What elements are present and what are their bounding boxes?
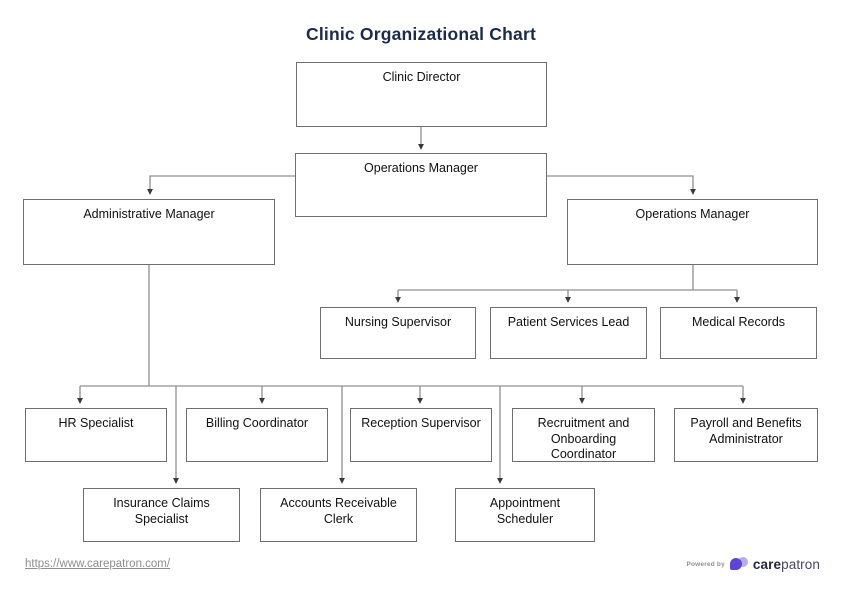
page-title: Clinic Organizational Chart — [305, 24, 536, 44]
org-node-nursing-supervisor: Nursing Supervisor — [320, 307, 476, 359]
org-node-insurance-claims-specialist: Insurance Claims Specialist — [83, 488, 240, 542]
org-node-billing-coordinator: Billing Coordinator — [186, 408, 328, 462]
org-node-patient-services-lead: Patient Services Lead — [490, 307, 647, 359]
brand-text-light: patron — [781, 557, 820, 572]
carepatron-logo-icon — [729, 557, 748, 572]
brand-text-bold: care — [752, 557, 782, 572]
org-node-administrative-manager: Administrative Manager — [23, 199, 275, 265]
powered-by-label: Powered by — [686, 561, 725, 568]
org-node-clinic-director: Clinic Director — [296, 62, 547, 127]
org-node-hr-specialist: HR Specialist — [25, 408, 167, 462]
carepatron-wordmark: carepatron — [753, 557, 820, 572]
carepatron-website-link[interactable]: https://www.carepatron.com/ — [25, 558, 171, 570]
logo-lavender-circle-icon — [737, 557, 748, 567]
powered-by-badge: Powered by carepatron — [686, 557, 820, 572]
logo-purple-blob-icon — [729, 558, 742, 570]
org-node-operations-manager-right: Operations Manager — [567, 199, 818, 265]
org-node-accounts-receivable-clerk: Accounts Receivable Clerk — [260, 488, 417, 542]
org-node-reception-supervisor: Reception Supervisor — [350, 408, 492, 462]
org-node-appointment-scheduler: Appointment Scheduler — [455, 488, 595, 542]
org-node-operations-manager: Operations Manager — [295, 153, 547, 217]
org-node-recruitment-onboarding-coordinator: Recruitment and Onboarding Coordinator — [512, 408, 655, 462]
org-node-payroll-benefits-administrator: Payroll and Benefits Administrator — [674, 408, 818, 462]
org-node-medical-records: Medical Records — [660, 307, 817, 359]
